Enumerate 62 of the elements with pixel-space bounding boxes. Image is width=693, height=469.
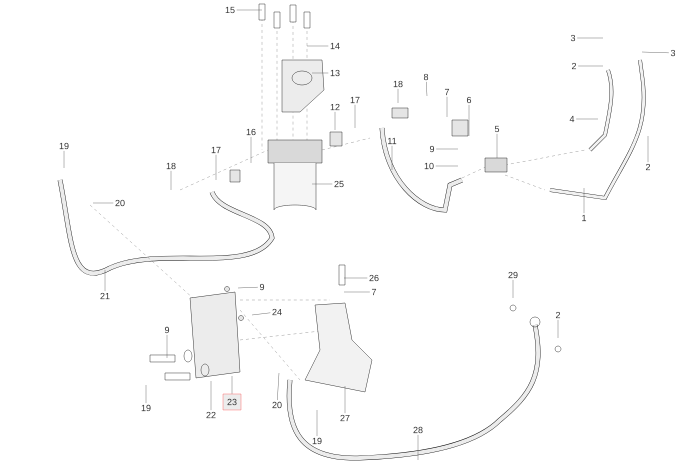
callout-number: 24 [272,308,282,316]
leader-line [576,118,598,120]
callout-number: 6 [466,96,472,104]
callout-number: 18 [166,162,176,170]
callout-number: 19 [60,142,69,150]
leader-line [334,112,336,130]
callout-number: 7 [372,288,376,296]
callout-number: 10 [424,162,434,170]
callout-number: 26 [369,274,379,282]
callout-number: 27 [340,414,350,422]
callout-number: 3 [670,50,676,56]
callout-number: 9 [260,284,264,290]
leader-line [252,312,271,316]
leader-line [238,286,258,288]
callout-number: 14 [330,42,340,50]
leader-line [277,372,280,400]
callout-number: 3 [570,34,576,42]
leader-line [436,148,458,150]
leader-line [170,170,172,190]
leader-line [166,334,168,358]
callout-number: 19 [312,438,322,444]
callout-number: 16 [246,128,256,136]
leader-line [92,202,114,204]
callout-number: 18 [394,80,403,88]
leader-line [468,104,470,136]
leader-line [312,72,329,74]
callout-number: 2 [556,312,560,318]
callout-number: 19 [142,404,151,412]
leader-line [642,52,670,54]
callout-number: 11 [388,138,396,144]
leader-line [210,380,212,410]
callout-number: 13 [330,70,340,76]
callout-number: 9 [430,146,434,152]
leader-line [426,82,428,96]
callout-number: 12 [330,104,340,110]
callout-number: 25 [334,180,344,188]
callout-number: 2 [572,62,576,70]
leader-line [316,410,318,436]
callout-number: 20 [272,402,282,408]
leader-line [354,104,356,128]
callout-number: 2 [646,164,650,170]
callout-number: 29 [508,272,518,278]
callout-number: 20 [115,200,125,206]
callout-number: 8 [424,74,428,80]
leader-line [104,270,106,292]
callout-number: 17 [212,146,221,154]
callout-number: 4 [570,116,574,122]
leader-line [446,96,448,118]
callout-number-box: 23 [222,394,242,410]
callout-number: 7 [444,88,450,96]
callout-number: 22 [206,412,216,418]
leader-line [496,134,498,158]
leader-line [512,280,514,298]
leader-line [344,386,346,414]
callout-number: 5 [494,126,500,132]
callout-number: 1 [582,214,586,222]
callout-number: 28 [413,426,423,434]
callout-number: 9 [164,326,170,334]
callout-number: 17 [350,96,360,104]
leader-line [250,136,252,164]
callout-number: 21 [100,292,110,300]
callout-number: 15 [226,6,235,14]
